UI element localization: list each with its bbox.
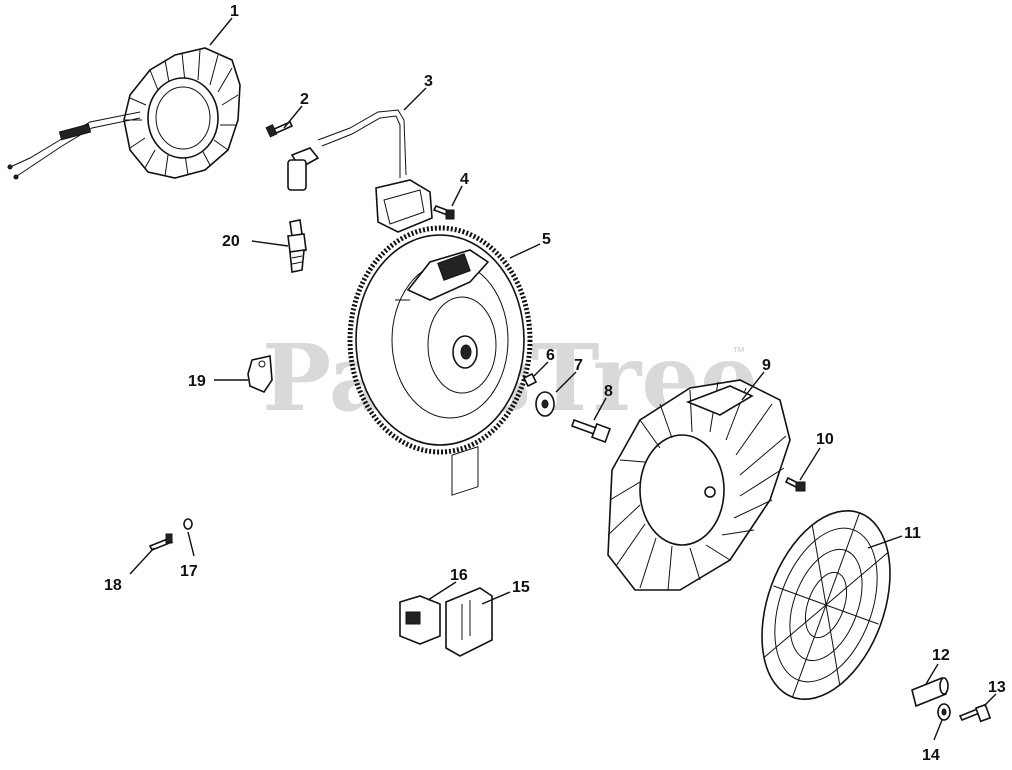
callout-20: 20 <box>222 233 240 250</box>
fan-part[interactable] <box>607 379 791 591</box>
ignition-module-part[interactable] <box>287 109 433 233</box>
connector-part[interactable] <box>399 595 441 645</box>
callout-12: 12 <box>932 647 950 664</box>
washer-part-14[interactable] <box>937 703 951 721</box>
rectifier-regulator-part[interactable] <box>445 446 493 657</box>
callout-4: 4 <box>460 171 469 188</box>
washer-part-7[interactable] <box>535 391 555 417</box>
callout-19: 19 <box>188 373 206 390</box>
screw-part-10[interactable] <box>784 476 806 492</box>
screw-part-2[interactable] <box>265 120 294 138</box>
callout-6: 6 <box>546 347 555 364</box>
callout-8: 8 <box>604 383 613 400</box>
stator-part[interactable] <box>7 47 241 180</box>
leader-lines <box>129 17 997 741</box>
callout-9: 9 <box>762 357 771 374</box>
callout-10: 10 <box>816 431 834 448</box>
callout-7: 7 <box>574 357 583 374</box>
screw-part-13[interactable] <box>958 703 992 723</box>
callout-2: 2 <box>300 91 309 108</box>
callout-3: 3 <box>424 73 433 90</box>
grass-screen-part[interactable] <box>738 493 914 717</box>
callout-1: 1 <box>230 3 239 20</box>
key-part[interactable] <box>522 372 538 388</box>
callout-13: 13 <box>988 679 1006 696</box>
callout-11: 11 <box>904 525 921 542</box>
spacer-part[interactable] <box>911 676 949 708</box>
callout-5: 5 <box>542 231 551 248</box>
spark-plug-part[interactable] <box>287 219 307 273</box>
washer-part-17[interactable] <box>183 518 193 530</box>
callout-15: 15 <box>512 579 530 596</box>
screw-part-4[interactable] <box>432 204 455 220</box>
flywheel-part[interactable] <box>347 225 533 455</box>
clip-part[interactable] <box>247 355 273 393</box>
callout-16: 16 <box>450 567 468 584</box>
callout-14: 14 <box>922 747 940 764</box>
callout-labels: 1 2 3 4 5 6 7 8 9 10 11 12 13 14 15 16 1… <box>104 3 1006 764</box>
watermark-trademark: ™ <box>732 344 745 359</box>
screw-part-8[interactable] <box>570 418 611 443</box>
callout-18: 18 <box>104 577 122 594</box>
screw-part-18[interactable] <box>148 533 174 552</box>
callout-17: 17 <box>180 563 198 580</box>
